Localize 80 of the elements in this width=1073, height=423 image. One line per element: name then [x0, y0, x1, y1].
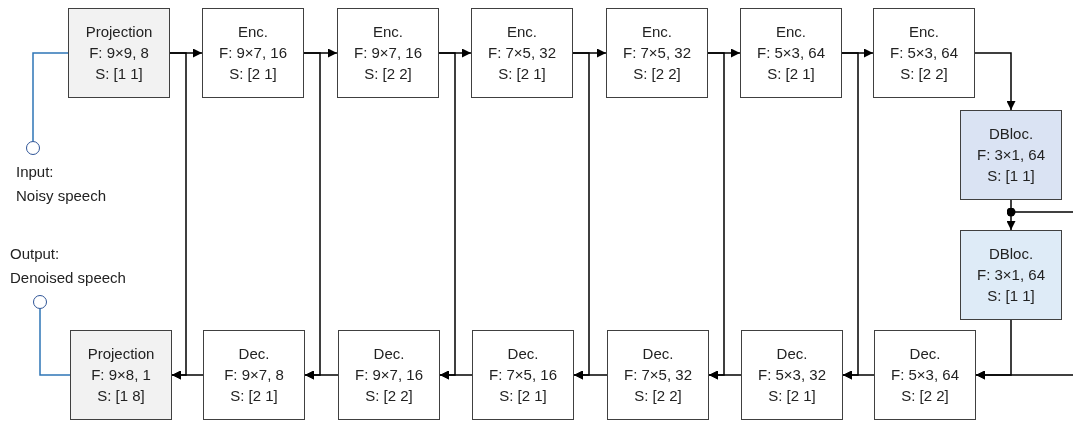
filter-spec: F: 9×7, 16 — [219, 44, 287, 62]
layer-name: Dec. — [373, 345, 405, 363]
terminal-label: Input: — [16, 162, 54, 182]
filter-spec: F: 9×7, 16 — [355, 366, 423, 384]
connector-arrow — [572, 52, 590, 380]
layer-box — [607, 330, 709, 420]
branch-connector — [1006, 207, 1073, 217]
connector-arrow — [974, 52, 1016, 111]
terminal-label: Output: — [10, 244, 60, 264]
layer-box — [203, 330, 305, 420]
layer-box — [202, 8, 304, 98]
stride-spec: S: [2 1] — [230, 387, 278, 405]
layer-box — [873, 8, 975, 98]
layer-box — [68, 8, 170, 98]
layer-box — [960, 110, 1062, 200]
stride-spec: S: [2 1] — [229, 65, 277, 83]
connector-arrow — [975, 319, 1012, 380]
filter-spec: F: 3×1, 64 — [977, 266, 1045, 284]
layer-name: Dec. — [507, 345, 539, 363]
layer-name: Dec. — [642, 345, 674, 363]
stride-spec: S: [2 1] — [768, 387, 816, 405]
layer-box — [874, 330, 976, 420]
layer-name: DBloc. — [988, 245, 1034, 263]
layer-box — [740, 8, 842, 98]
connector-arrow — [707, 52, 725, 380]
stride-spec: S: [2 2] — [364, 65, 412, 83]
terminal-label: Denoised speech — [10, 268, 126, 288]
stride-spec: S: [2 2] — [633, 65, 681, 83]
layer-name: Enc. — [507, 23, 537, 41]
layer-name: Enc. — [776, 23, 806, 41]
layer-box — [70, 330, 172, 420]
filter-spec: F: 7×5, 32 — [623, 44, 691, 62]
connector-arrow — [438, 52, 456, 380]
filter-spec: F: 7×5, 16 — [489, 366, 557, 384]
layer-name: Enc. — [642, 23, 672, 41]
layer-box — [606, 8, 708, 98]
layer-name: Enc. — [909, 23, 939, 41]
terminal-circle — [33, 295, 47, 309]
filter-spec: F: 5×3, 64 — [890, 44, 958, 62]
layer-name: Dec. — [238, 345, 270, 363]
filter-spec: F: 9×7, 16 — [354, 44, 422, 62]
layer-box — [960, 230, 1062, 320]
stride-spec: S: [1 1] — [95, 65, 143, 83]
terminal-label: Noisy speech — [16, 186, 107, 206]
layer-name: Enc. — [373, 23, 403, 41]
layer-box — [472, 330, 574, 420]
stride-spec: S: [2 1] — [498, 65, 546, 83]
filter-spec: F: 9×8, 1 — [91, 366, 151, 384]
filter-spec: F: 9×7, 8 — [224, 366, 284, 384]
terminal-circle — [26, 141, 40, 155]
stride-spec: S: [2 2] — [634, 387, 682, 405]
stride-spec: S: [2 2] — [900, 65, 948, 83]
stride-spec: S: [2 1] — [767, 65, 815, 83]
filter-spec: F: 7×5, 32 — [488, 44, 556, 62]
layer-name: Enc. — [238, 23, 268, 41]
stride-spec: S: [2 2] — [901, 387, 949, 405]
stride-spec: S: [1 1] — [987, 167, 1035, 185]
filter-spec: F: 5×3, 64 — [891, 366, 959, 384]
filter-spec: F: 9×9, 8 — [89, 44, 149, 62]
layer-name: Projection — [87, 345, 155, 363]
filter-spec: F: 3×1, 64 — [977, 146, 1045, 164]
filter-spec: F: 7×5, 32 — [624, 366, 692, 384]
connector-arrow — [303, 52, 321, 380]
layer-name: Dec. — [776, 345, 808, 363]
layer-box — [338, 330, 440, 420]
filter-spec: F: 5×3, 64 — [757, 44, 825, 62]
stride-spec: S: [2 1] — [499, 387, 547, 405]
layer-name: DBloc. — [988, 125, 1034, 143]
layer-box — [471, 8, 573, 98]
connector-arrow — [841, 52, 859, 380]
layer-box — [741, 330, 843, 420]
filter-spec: F: 5×3, 32 — [758, 366, 826, 384]
stride-spec: S: [1 1] — [987, 287, 1035, 305]
layer-name: Projection — [85, 23, 153, 41]
layer-name: Dec. — [909, 345, 941, 363]
connector-arrow — [169, 52, 187, 380]
layer-box — [337, 8, 439, 98]
stride-spec: S: [2 2] — [365, 387, 413, 405]
connector-arrow — [1006, 199, 1016, 231]
stride-spec: S: [1 8] — [97, 387, 145, 405]
